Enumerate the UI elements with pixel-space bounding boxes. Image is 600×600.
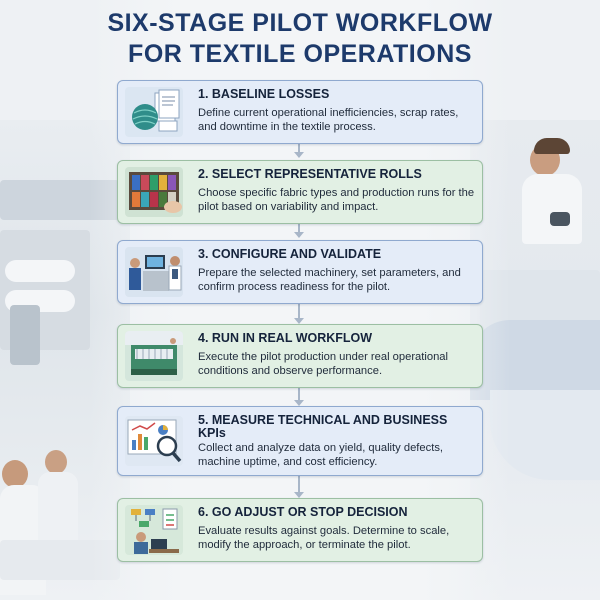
arrow-down-icon [294,232,304,238]
step-3-description: Prepare the selected machinery, set para… [198,267,461,293]
dashboard-magnifier-icon [125,416,183,466]
step-4-description: Execute the pilot production under real … [198,351,449,377]
connector-line [298,224,300,234]
step-1-card: 1. BASELINE LOSSES Define current operat… [117,80,483,144]
step-2-description: Choose specific fabric types and product… [198,187,475,213]
step-6-description: Evaluate results against goals. Determin… [198,525,450,551]
connector-line [298,388,300,404]
arrow-down-icon [294,492,304,498]
connector-line [298,476,300,496]
step-4-title: 4. RUN IN REAL WORKFLOW [198,331,373,345]
arrow-down-icon [294,400,304,406]
arrow-down-icon [294,318,304,324]
page-title: SIX-STAGE PILOT WORKFLOW FOR TEXTILE OPE… [0,8,600,70]
step-5-description: Collect and analyze data on yield, quali… [198,442,444,468]
connector-line [298,144,300,154]
step-3-card: 3. CONFIGURE AND VALIDATE Prepare the se… [117,240,483,304]
step-4-card: 4. RUN IN REAL WORKFLOW Execute the pilo… [117,324,483,388]
step-1-title: 1. BASELINE LOSSES [198,87,330,101]
loom-machine-icon [125,331,183,381]
step-5-title: 5. MEASURE TECHNICAL AND BUSINESS KPIs [198,413,448,440]
title-line-2: FOR TEXTILE OPERATIONS [128,40,472,68]
step-5-card: 5. MEASURE TECHNICAL AND BUSINESS KPIs C… [117,406,483,476]
step-6-card: 6. GO ADJUST OR STOP DECISION Evaluate r… [117,498,483,562]
fabric-rolls-icon [125,167,183,217]
step-3-title: 3. CONFIGURE AND VALIDATE [198,247,382,261]
arrow-down-icon [294,152,304,158]
step-2-card: 2. SELECT REPRESENTATIVE ROLLS Choose sp… [117,160,483,224]
step-1-description: Define current operational inefficiencie… [198,107,459,133]
decision-flowchart-icon [125,505,183,555]
title-line-1: SIX-STAGE PILOT WORKFLOW [107,9,493,37]
step-2-title: 2. SELECT REPRESENTATIVE ROLLS [198,167,422,181]
step-6-title: 6. GO ADJUST OR STOP DECISION [198,505,408,519]
engineers-at-console-icon [125,247,183,297]
connector-line [298,304,300,322]
documents-and-yarn-icon [125,87,183,137]
